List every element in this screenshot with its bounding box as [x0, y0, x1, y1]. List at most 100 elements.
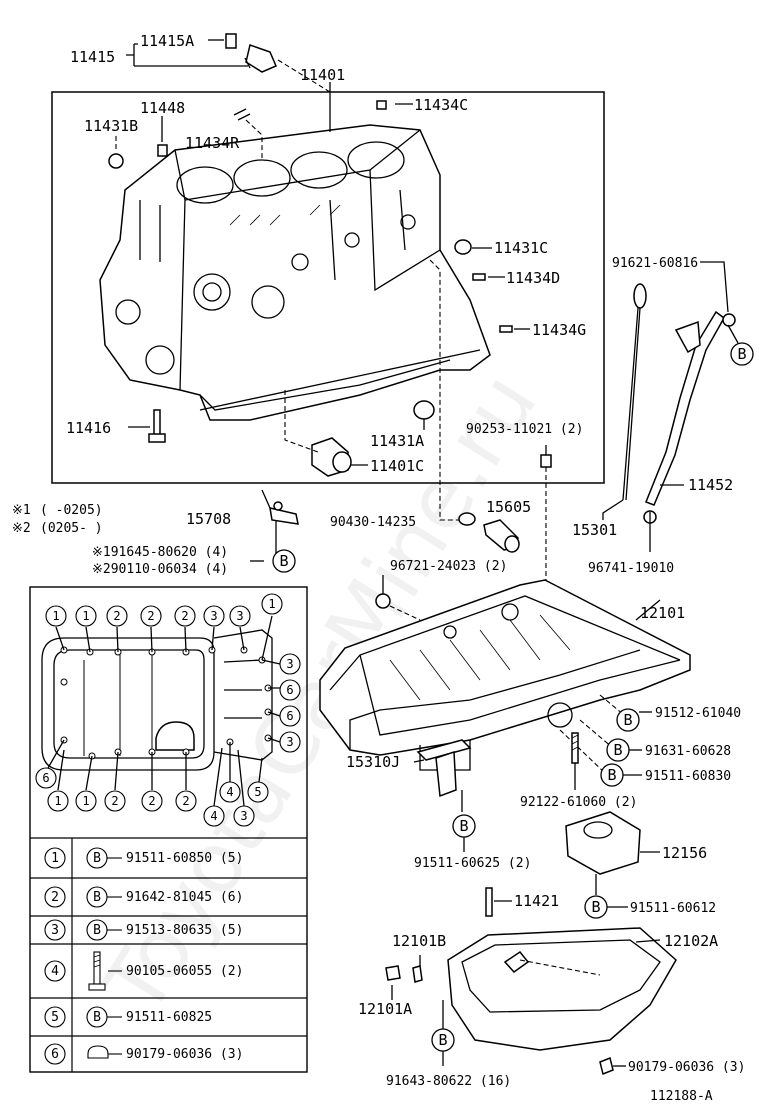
reference-number: 112188-A [650, 1089, 713, 1104]
plug-11431b[interactable] [108, 153, 124, 169]
bushing-11401c[interactable] [311, 437, 352, 477]
label-11401: 11401 [300, 66, 345, 84]
plug-90179-bottom[interactable] [599, 1056, 614, 1076]
strainer-15310j[interactable] [416, 739, 472, 798]
label-90430: 90430-14235 [330, 515, 416, 530]
lower-oil-pan-12102a[interactable] [447, 927, 677, 1051]
svg-text:2: 2 [181, 609, 188, 623]
b-marker-15708: B [272, 549, 296, 573]
label-11434g: 11434G [532, 321, 586, 339]
legend-row-6: 6 90179-06036 (3) [44, 1043, 243, 1065]
note2-range: (0205- ) [40, 521, 103, 536]
label-12101b: 12101B [392, 932, 446, 950]
leader-b-91621 [727, 324, 739, 344]
svg-text:B: B [93, 923, 101, 938]
svg-text:B: B [93, 890, 101, 905]
legend-row-1: 1 B 91511-60850 (5) [44, 847, 243, 869]
b-marker-91511-625: B [452, 814, 476, 838]
pin-90253[interactable] [540, 454, 552, 468]
leader-15310j [413, 759, 425, 763]
bolt-pattern-callouts: 1 1 2 2 2 3 3 1 3 6 6 3 6 1 1 2 2 2 4 4 … [35, 593, 301, 827]
legend-row-2: 2 B 91642-81045 (6) [44, 886, 243, 908]
legend-row-5: 5 B 91511-60825 [44, 1006, 212, 1028]
drain-plug-12101a[interactable] [385, 965, 401, 981]
plug-11434c[interactable] [376, 100, 387, 110]
leader-91621 [700, 261, 729, 313]
legend-part-6: 90179-06036 (3) [126, 1047, 243, 1062]
gasket-12101b[interactable] [412, 965, 423, 983]
svg-text:3: 3 [236, 609, 243, 623]
svg-text:B: B [438, 1031, 447, 1049]
legend-part-4: 90105-06055 (2) [126, 964, 243, 979]
label-11421: 11421 [514, 892, 559, 910]
label-96741: 96741-19010 [588, 561, 674, 576]
b-marker-91643: B [431, 1028, 455, 1052]
svg-text:3: 3 [286, 657, 293, 671]
label-11401c: 11401C [370, 457, 424, 475]
bracket-15708[interactable] [261, 489, 299, 525]
gasket-90430[interactable] [458, 512, 476, 526]
bolt-11416[interactable] [148, 409, 166, 443]
svg-text:1: 1 [268, 597, 275, 611]
stud-11421[interactable] [485, 887, 493, 917]
label-11415a: 11415A [140, 32, 194, 50]
plug-11448[interactable] [157, 144, 168, 157]
svg-text:B: B [737, 345, 746, 363]
svg-text:6: 6 [286, 683, 293, 697]
svg-text:B: B [93, 1010, 101, 1025]
label-15605: 15605 [486, 498, 531, 516]
label-11416: 11416 [66, 419, 111, 437]
leader-12102a [635, 939, 661, 943]
label-11448: 11448 [140, 99, 185, 117]
bolt-pattern-panel [29, 586, 308, 1073]
svg-text:6: 6 [42, 771, 49, 785]
label-91631: 91631-60628 [645, 744, 731, 759]
plug-11431c[interactable] [454, 239, 472, 255]
legend-part-3: 91513-80635 (5) [126, 923, 243, 938]
pin-11434r[interactable] [233, 108, 251, 121]
svg-text:3: 3 [51, 923, 59, 938]
union-15605[interactable] [483, 519, 520, 553]
b-marker-91621: B [730, 342, 754, 366]
label-92122: 92122-61060 (2) [520, 795, 637, 810]
svg-text:1: 1 [82, 609, 89, 623]
svg-text:5: 5 [51, 1010, 59, 1025]
note-sub1: ※191645-80620 (4) [92, 545, 228, 560]
dipstick-15301[interactable] [622, 283, 647, 501]
label-11431c: 11431C [494, 239, 548, 257]
label-11415: 11415 [70, 48, 115, 66]
label-96721: 96721-24023 (2) [390, 559, 507, 574]
svg-text:6: 6 [51, 1047, 59, 1062]
note1-range: ( -0205) [40, 503, 103, 518]
note2-mark: ※2 [12, 521, 31, 536]
sensor-11415[interactable] [225, 33, 277, 73]
svg-text:B: B [93, 851, 101, 866]
plate-12156[interactable] [565, 811, 641, 875]
cylinder-block-drawing[interactable] [99, 124, 491, 421]
legend-part-5: 91511-60825 [126, 1010, 212, 1025]
svg-text:2: 2 [51, 890, 59, 905]
label-90179-bottom: 90179-06036 (3) [628, 1060, 745, 1075]
leader-15301 [602, 499, 624, 520]
note1-mark: ※1 [12, 503, 31, 518]
pin-11434d[interactable] [472, 273, 486, 281]
b-marker-91511-612: B [584, 895, 608, 919]
plug-11431a[interactable] [413, 400, 435, 420]
oil-pan-12101[interactable] [319, 579, 691, 771]
label-11431b: 11431B [84, 117, 138, 135]
legend-part-1: 91511-60850 (5) [126, 851, 243, 866]
pin-11434g[interactable] [499, 325, 513, 333]
svg-text:2: 2 [113, 609, 120, 623]
label-11434c: 11434C [414, 96, 468, 114]
label-12102a: 12102A [664, 932, 718, 950]
label-11434r: 11434R [185, 134, 240, 152]
label-91621: 91621-60816 [612, 256, 698, 271]
svg-text:1: 1 [52, 609, 59, 623]
oring-96721[interactable] [375, 593, 391, 609]
stud-92122[interactable] [571, 732, 579, 764]
label-15708: 15708 [186, 510, 231, 528]
label-91512: 91512-61040 [655, 706, 741, 721]
bolt-legend-table: 1 B 91511-60850 (5) 2 B 91642-81045 (6) … [30, 838, 307, 1072]
label-11431a: 11431A [370, 432, 424, 450]
